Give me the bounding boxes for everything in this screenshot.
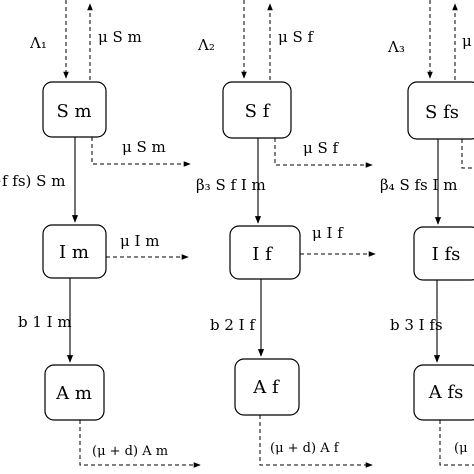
compartment-a-female-label: A f [252,377,280,398]
a-death-arrow [439,420,474,466]
compartment-a-male [44,364,105,421]
progression-label: b 1 I m [18,313,72,331]
death-outflow-label: μ S f [278,28,315,46]
a-death-label: (μ + d) A f [270,441,340,456]
s-death-arrow [274,138,373,168]
inflow-label: Λ₂ [197,36,215,54]
infection-label: β₃ S f I m [196,176,266,194]
death-outflow-label: μ S [462,32,474,50]
compartment-s-female-label: S f [245,101,271,122]
inflow-label: Λ₁ [29,34,47,52]
s-death-arrow [461,139,474,169]
compartment-s-fs [407,81,474,140]
compartment-s-fs-label: S fs [425,102,459,123]
compartment-i-female-label: I f [252,244,273,265]
compartment-i-female [229,225,301,280]
progression-label: b 3 I fs [390,316,443,334]
a-death-arrow [79,420,201,468]
i-death-label: μ I f [312,224,344,242]
column-fs: Λ₃ μ S S fs β₄ S fs I m I fs b 3 I fs A … [380,0,474,466]
a-death-arrow [259,415,373,468]
compartment-a-male-label: A m [55,383,92,404]
infection-label: β₄ S fs I m [380,176,457,194]
compartment-s-male-label: S m [56,101,91,122]
compartment-a-fs [413,364,474,421]
s-death-arrow [91,137,191,167]
column-male: Λ₁ μ S m S m μ S m (1−f fs) S m I m μ I … [0,0,201,468]
i-death-label: μ I m [120,232,159,250]
compartment-i-fs-label: I fs [432,244,461,265]
s-death-label: μ S m [122,138,166,156]
compartment-i-fs [413,226,474,281]
a-death-label: (μ [454,441,468,456]
progression-label: b 2 I f [210,316,256,334]
infection-label: (1−f fs) S m [0,172,65,190]
a-death-label: (μ + d) A m [92,444,168,459]
inflow-label: Λ₃ [387,38,405,56]
compartment-a-female [234,358,300,416]
compartment-i-male-label: I m [59,242,89,263]
death-outflow-label: μ S m [98,28,142,46]
compartment-i-male [42,224,107,279]
column-female: Λ₂ μ S f S f μ S f β₃ S f I m I f μ I f … [196,0,376,468]
s-death-label: μ S f [303,139,340,157]
compartment-s-female [222,81,292,139]
compartment-a-fs-label: A fs [428,382,464,403]
